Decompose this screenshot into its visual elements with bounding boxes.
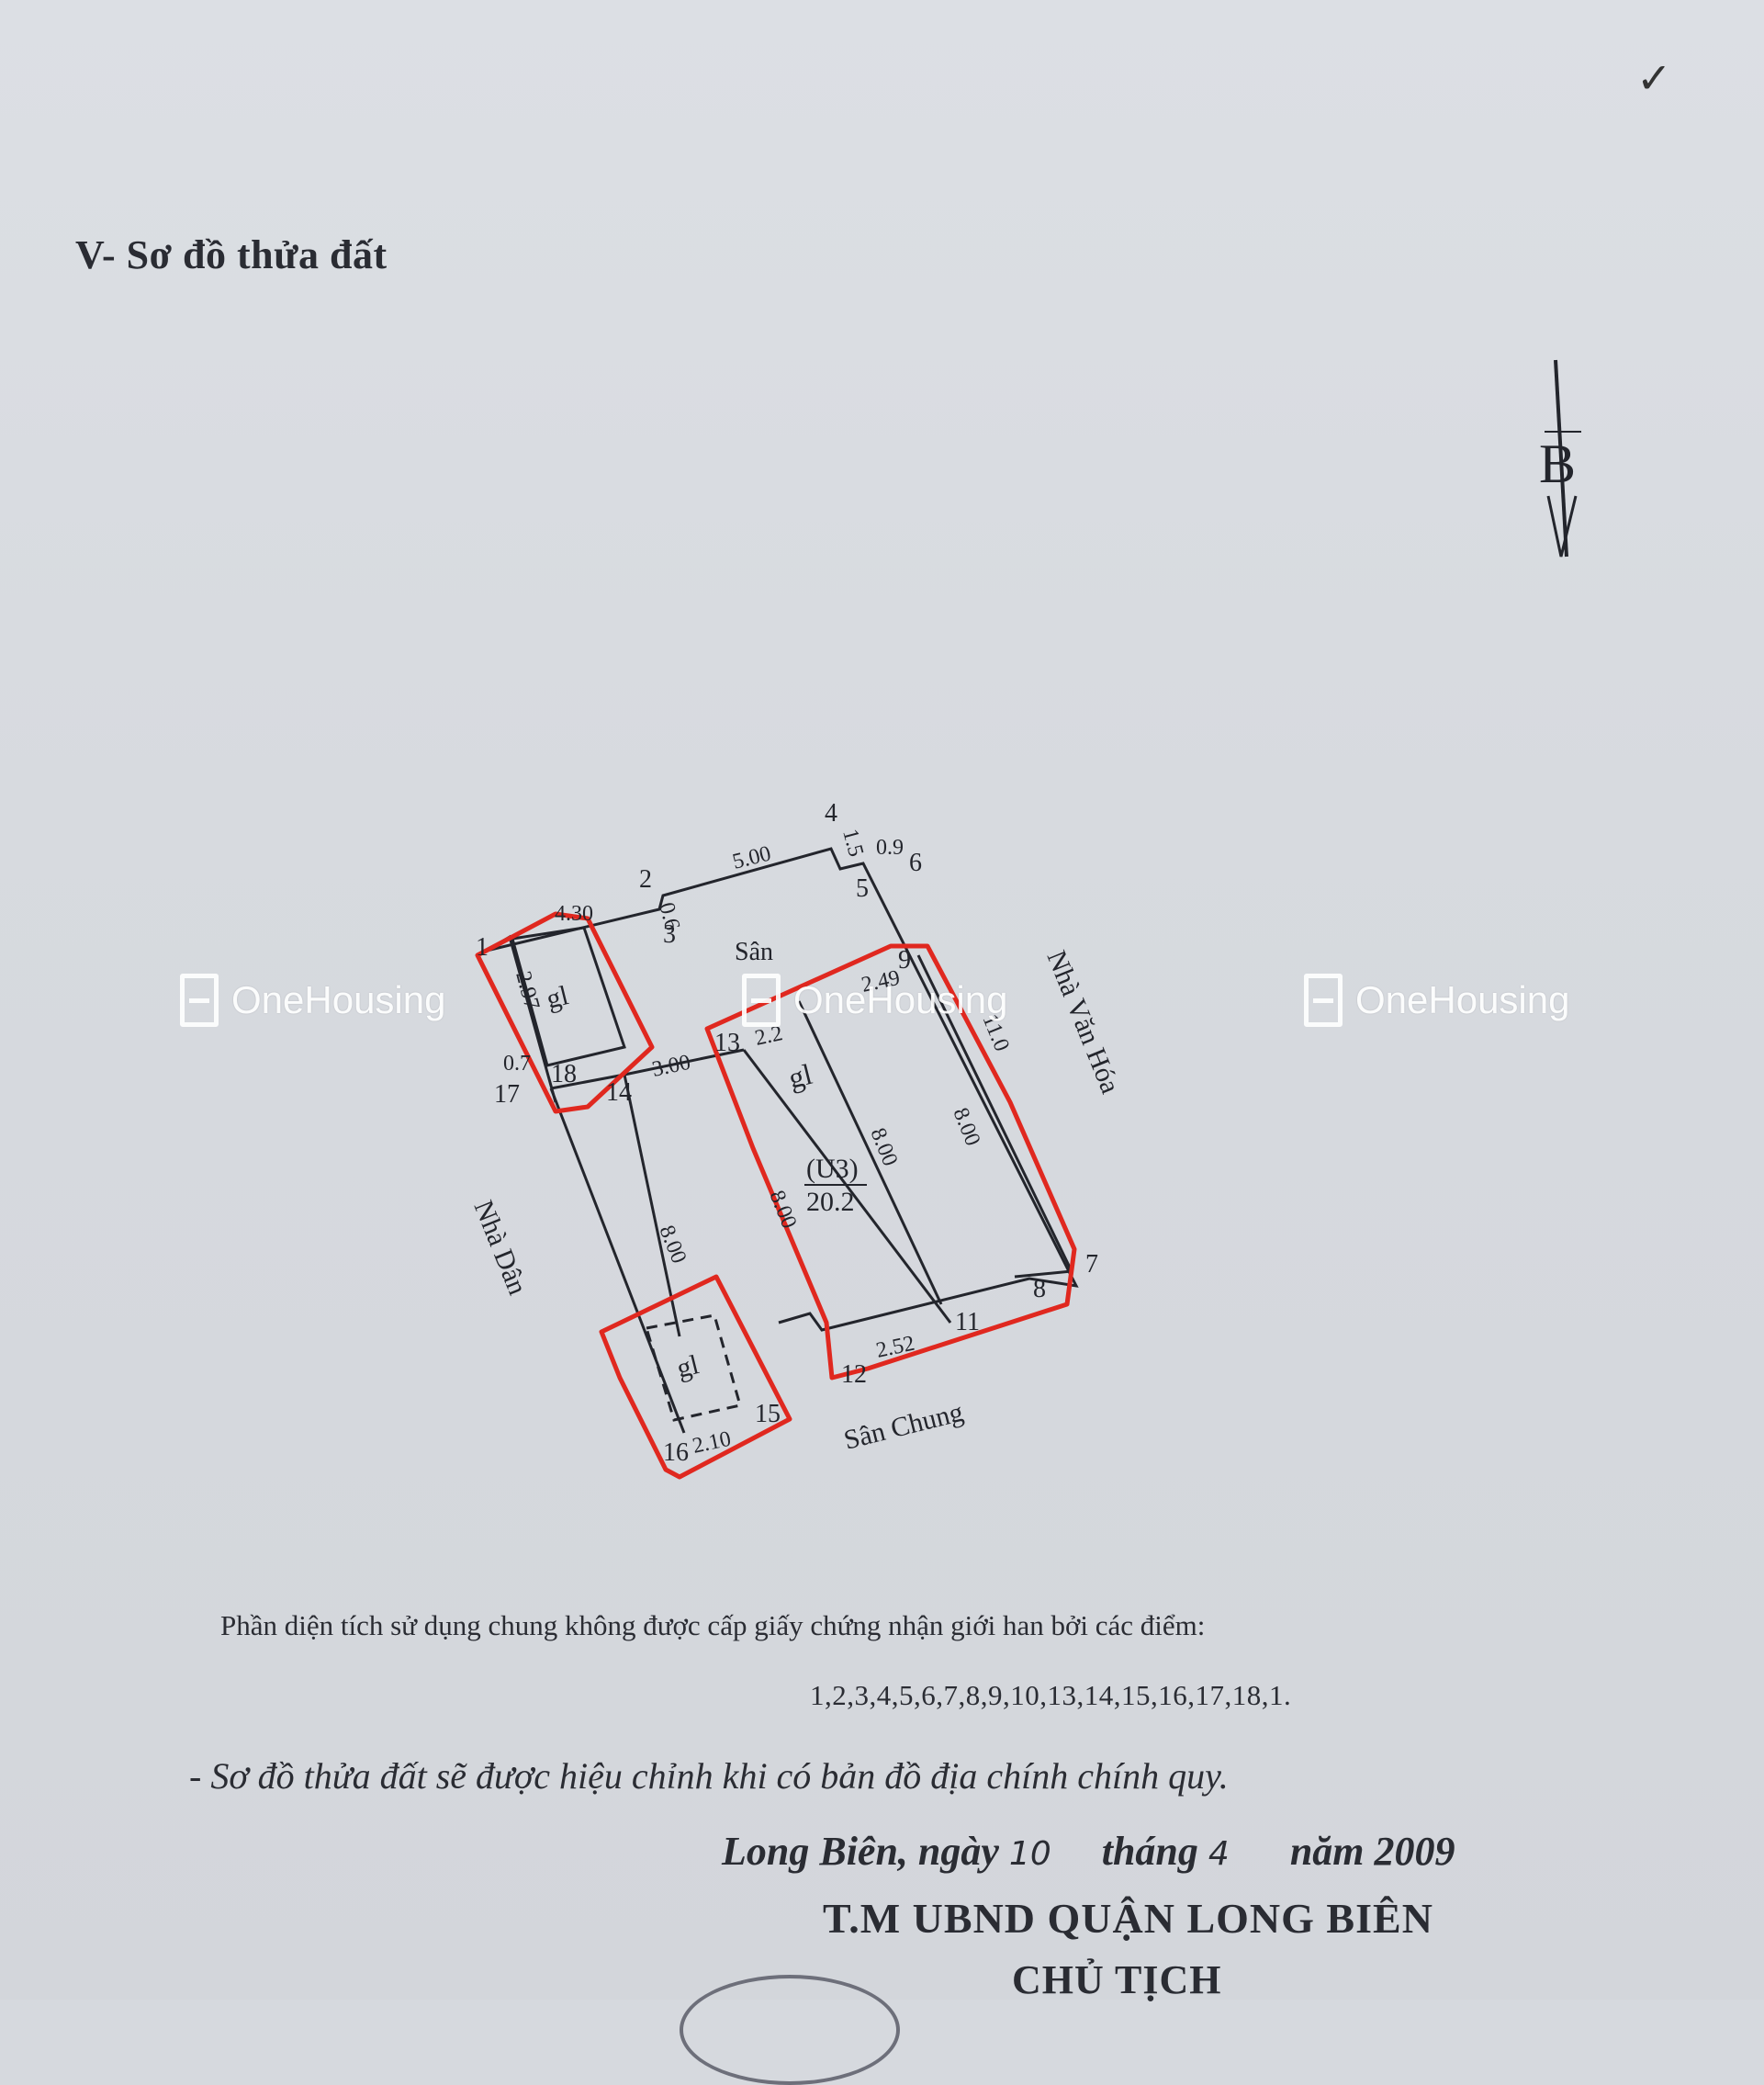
stair-label-top: gl: [544, 980, 572, 1015]
red-outline-main-parcel: [704, 943, 1077, 1381]
stair-label-bottom: gl: [674, 1349, 702, 1384]
point-label: 6: [909, 849, 922, 877]
onehousing-logo-icon: [1304, 974, 1343, 1027]
area-label-common-yard: Sân Chung: [841, 1397, 967, 1456]
dimension-label: 0.6: [654, 900, 684, 933]
parcel-id: (U3): [806, 1154, 859, 1184]
plot-boundary: [486, 847, 1079, 1434]
dimension-label: 8.00: [865, 1125, 902, 1170]
dimension-label: 1.5: [837, 827, 868, 860]
document-page: [0, 0, 1764, 2000]
point-label: 1: [476, 933, 489, 962]
common-area-note: Phần diện tích sử dụng chung không được …: [220, 1609, 1206, 1641]
point-label: 11: [955, 1308, 980, 1336]
adjustment-note: - Sơ đồ thửa đất sẽ được hiệu chỉnh khi …: [189, 1755, 1229, 1797]
point-label: 14: [606, 1078, 632, 1107]
dimension-label: 0.7: [503, 1052, 531, 1076]
point-label: 5: [856, 874, 869, 903]
area-label-residential: Nhà Dân: [468, 1196, 534, 1299]
watermark-text: OneHousing: [793, 978, 1008, 1021]
parcel-label: (U3) 20.2: [804, 1154, 867, 1217]
dimension-label: 3.00: [650, 1051, 692, 1082]
stair-box-bottom: [645, 1313, 742, 1422]
stair-box-top: [511, 926, 626, 1067]
point-label: 15: [755, 1400, 781, 1428]
point-label: 12: [841, 1360, 867, 1389]
dimension-label: 2.52: [874, 1332, 916, 1363]
dimension-labels: 4.30 5.00 0.6 1.5 0.9 2.97 0.7 3.00 2.2 …: [503, 827, 1014, 1459]
watermark: OneHousing: [742, 974, 1007, 1027]
dimension-label: 8.00: [764, 1188, 801, 1233]
watermark-text: OneHousing: [1355, 978, 1570, 1021]
area-label-culture-house: Nhà Văn Hóa: [1041, 946, 1126, 1098]
point-label: 4: [825, 799, 837, 828]
date-month: 4: [1208, 1835, 1230, 1873]
date-year: năm 2009: [1289, 1829, 1455, 1874]
date-place-prefix: Long Biên, ngày: [722, 1829, 999, 1874]
parcel-area: 20.2: [806, 1187, 855, 1217]
north-label: B: [1539, 434, 1576, 494]
stair-label-main: gl: [785, 1057, 815, 1095]
dimension-label: 4.30: [555, 902, 593, 926]
authority-title: T.M UBND QUẬN LONG BIÊN: [823, 1895, 1433, 1942]
north-arrow-icon: B: [1539, 359, 1581, 558]
point-label: 18: [551, 1060, 577, 1088]
point-label: 13: [714, 1029, 740, 1057]
point-label: 7: [1085, 1250, 1098, 1279]
red-outline-marks: [475, 911, 1077, 1480]
dimension-label: 2.97: [511, 969, 544, 1012]
red-outline-top-left: [475, 911, 655, 1114]
red-outline-bottom: [599, 1274, 792, 1480]
watermark: OneHousing: [1304, 974, 1569, 1027]
onehousing-logo-icon: [742, 974, 781, 1027]
dimension-label: 0.9: [876, 836, 904, 860]
date-month-label: tháng: [1101, 1829, 1198, 1874]
watermark: OneHousing: [180, 974, 445, 1027]
issue-date: Long Biên, ngày 10 tháng 4 năm 2009: [722, 1828, 1455, 1875]
check-mark: ✓: [1636, 53, 1672, 103]
point-label: 8: [1033, 1275, 1046, 1303]
point-label: 3: [663, 920, 676, 949]
point-labels: 1 2 3 4 5 6 9 13 14 17 18 7 8 11 12 15 1…: [476, 799, 1098, 1467]
point-label: 9: [898, 946, 911, 975]
onehousing-logo-icon: [180, 974, 219, 1027]
watermark-text: OneHousing: [231, 978, 446, 1021]
point-label: 16: [663, 1438, 689, 1467]
land-plot-diagram: B 1 2 3 4 5 6 9 13 14 17 18: [468, 359, 1581, 1480]
dimension-label: 8.00: [948, 1105, 984, 1150]
boundary-points: 1,2,3,4,5,6,7,8,9,10,13,14,15,16,17,18,1…: [810, 1679, 1292, 1711]
point-label: 17: [494, 1080, 520, 1109]
official-seal: [680, 1975, 900, 2085]
signer-title: CHỦ TỊCH: [1012, 1957, 1222, 2002]
date-day: 10: [1008, 1835, 1051, 1873]
section-heading: V- Sơ đồ thửa đất: [75, 232, 388, 277]
area-label-yard: Sân: [735, 938, 773, 966]
point-label: 2: [639, 865, 652, 894]
dimension-label: 8.00: [654, 1223, 691, 1268]
dimension-label: 5.00: [730, 841, 773, 873]
